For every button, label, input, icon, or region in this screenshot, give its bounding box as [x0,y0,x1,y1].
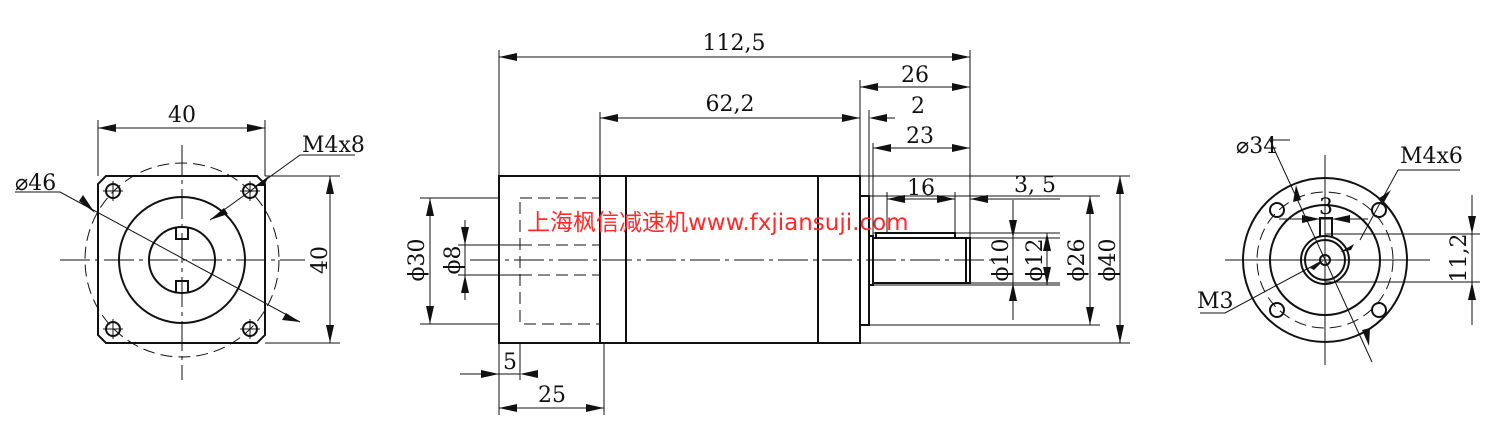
watermark: 上海枫信减速机www.fxjiansuji.com [527,210,909,236]
front-view: 40 40 ⌀46 M4x8 [15,103,365,380]
dim-body-dia: ϕ40 [1096,239,1121,282]
side-view: 112,5 62,2 26 2 23 16 3, 5 ϕ10 ϕ12 ϕ26 ϕ… [405,31,1130,415]
dim-flange: 2 [911,94,925,119]
center-thread-label: M3 [1197,289,1234,314]
dim-input-bore: ϕ8 [441,246,466,275]
dim-pilot-dia: ϕ26 [1065,239,1090,282]
dim-width: 40 [168,103,196,128]
rear-mount-holes [1269,202,1387,318]
dim-input-dia: ϕ30 [405,239,430,282]
dim-pcd: ⌀46 [15,171,56,196]
dim-shaft-length: 23 [906,124,934,149]
rear-thread-label: M4x6 [1400,144,1463,169]
dim-overall-length: 112,5 [703,31,766,56]
dim-key-length: 16 [907,176,935,201]
dim-body-length: 62,2 [706,92,755,117]
dim-shoulder-dia: ϕ12 [1023,239,1048,282]
dim-shaft-dia: ϕ10 [989,239,1014,282]
dim-key-offset: 3, 5 [1014,173,1056,198]
dim-input-length: 25 [538,383,566,408]
dim-output-length: 26 [901,63,929,88]
thread-label: M4x8 [302,133,365,158]
dim-key-height: 11,2 [1447,234,1472,283]
rear-view: ⌀34 M4x6 M3 3 11,2 [1197,134,1480,365]
dim-key-width: 3 [1319,195,1333,220]
dim-rear-pcd: ⌀34 [1236,134,1277,159]
dim-input-depth: 5 [503,350,517,375]
dim-height: 40 [308,246,333,274]
